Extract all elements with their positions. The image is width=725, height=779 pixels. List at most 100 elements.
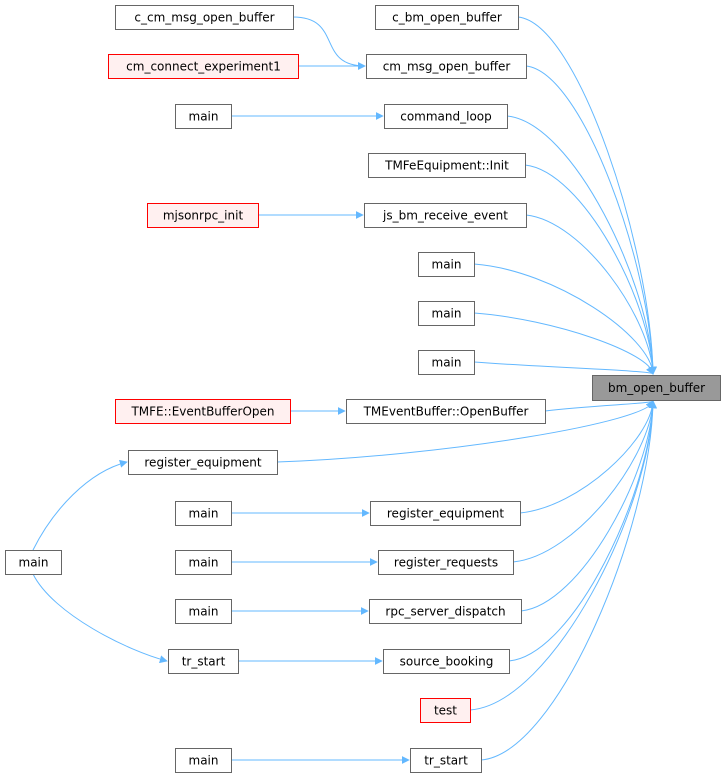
edge-c-cm-msg-open-buffer-to-cm-msg-open-buffer [292,16,366,70]
node-box[interactable] [128,450,278,475]
node-command-loop[interactable]: command_loop [384,104,508,129]
node-box[interactable] [108,54,299,79]
node-main-a[interactable]: main [175,104,232,129]
node-box[interactable] [366,54,527,79]
node-rpc-server-dispatch[interactable]: rpc_server_dispatch [369,599,522,624]
node-box[interactable] [175,550,232,575]
node-tmfe-eventbufferopen[interactable]: TMFE::EventBufferOpen [115,399,291,424]
node-box[interactable] [168,649,239,674]
node-label: c_bm_open_buffer [392,11,502,25]
node-label: main [189,507,219,521]
node-label: main [189,754,219,768]
node-main-g[interactable]: main [175,599,232,624]
node-label: cm_msg_open_buffer [383,60,511,74]
node-label: test [434,704,457,718]
edge-main-left-to-tr-start-a [32,573,168,664]
node-main-c[interactable]: main [418,301,475,326]
node-tmeventbuffer-openbuffer[interactable]: TMEventBuffer::OpenBuffer [346,399,546,424]
node-label: register_equipment [387,507,505,521]
node-label: main [432,356,462,370]
node-c-cm-msg-open-buffer[interactable]: c_cm_msg_open_buffer [115,5,294,30]
edge-register-equipment-a-to-bm-open-buffer [276,400,657,463]
node-box[interactable] [384,104,508,129]
node-tmfe-init[interactable]: TMFeEquipment::Init [368,153,526,178]
node-label: main [189,110,219,124]
node-box[interactable] [115,399,291,424]
node-main-h[interactable]: main [175,748,232,773]
node-box[interactable] [175,748,232,773]
node-mjsonrpc-init[interactable]: mjsonrpc_init [147,203,259,228]
node-box[interactable] [378,550,514,575]
node-box[interactable] [592,375,721,401]
node-label: TMFeEquipment::Init [384,159,509,173]
node-main-left[interactable]: main [5,550,62,575]
node-box[interactable] [418,350,475,375]
node-tr-start-a[interactable]: tr_start [168,649,239,674]
edge-test-to-bm-open-buffer [469,400,657,711]
node-label: bm_open_buffer [608,381,705,395]
node-register-requests[interactable]: register_requests [378,550,514,575]
node-label: rpc_server_dispatch [385,605,505,619]
edge-source-booking-to-bm-open-buffer [508,400,657,662]
node-label: TMEventBuffer::OpenBuffer [363,405,529,419]
node-box[interactable] [364,203,527,228]
edge-tmfe-init-to-bm-open-buffer [524,164,657,375]
node-js-bm-receive-event[interactable]: js_bm_receive_event [364,203,527,228]
node-label: mjsonrpc_init [163,209,244,223]
node-cm-msg-open-buffer[interactable]: cm_msg_open_buffer [366,54,527,79]
node-box[interactable] [370,501,521,526]
node-box[interactable] [147,203,259,228]
node-label: command_loop [400,110,492,124]
node-box[interactable] [420,698,471,723]
edge-main-c-to-bm-open-buffer [473,312,657,375]
node-register-equipment-b[interactable]: register_equipment [370,501,521,526]
node-label: register_requests [394,556,498,570]
node-main-b[interactable]: main [418,252,475,277]
edge-register-requests-to-bm-open-buffer [512,400,657,563]
edge-register-equipment-b-to-bm-open-buffer [519,400,657,514]
node-label: register_equipment [144,456,262,470]
edge-rpc-server-dispatch-to-bm-open-buffer [520,400,657,612]
node-box[interactable] [383,649,510,674]
node-box[interactable] [175,104,232,129]
node-box[interactable] [346,399,546,424]
node-register-equipment-a[interactable]: register_equipment [128,450,278,475]
edges [32,16,657,764]
edge-c-bm-open-buffer-to-bm-open-buffer [517,16,657,375]
node-box[interactable] [375,5,519,30]
edge-main-left-to-register-equipment-a [32,459,128,551]
node-label: main [189,605,219,619]
edge-tr-start-b-to-bm-open-buffer [480,400,657,761]
node-main-d[interactable]: main [418,350,475,375]
node-label: c_cm_msg_open_buffer [134,11,274,25]
node-cm-connect-experiment1[interactable]: cm_connect_experiment1 [108,54,299,79]
node-label: tr_start [424,754,468,768]
edge-main-b-to-bm-open-buffer [473,263,657,375]
node-box[interactable] [368,153,526,178]
node-source-booking[interactable]: source_booking [383,649,510,674]
node-box[interactable] [418,252,475,277]
edge-js-bm-receive-event-to-bm-open-buffer [525,214,657,375]
node-label: TMFE::EventBufferOpen [130,405,274,419]
node-label: main [19,556,49,570]
node-box[interactable] [5,550,62,575]
edge-cm-msg-open-buffer-to-bm-open-buffer [525,65,657,375]
node-main-e[interactable]: main [175,501,232,526]
node-box[interactable] [410,748,482,773]
node-box[interactable] [418,301,475,326]
node-c-bm-open-buffer[interactable]: c_bm_open_buffer [375,5,519,30]
node-main-f[interactable]: main [175,550,232,575]
node-bm-open-buffer[interactable]: bm_open_buffer [592,375,721,401]
node-label: source_booking [400,655,494,669]
node-box[interactable] [175,599,232,624]
node-label: main [432,307,462,321]
node-box[interactable] [115,5,294,30]
edge-main-d-to-bm-open-buffer [473,361,654,375]
node-tr-start-b[interactable]: tr_start [410,748,482,773]
node-label: cm_connect_experiment1 [126,60,281,74]
node-box[interactable] [175,501,232,526]
node-test[interactable]: test [420,698,471,723]
edge-command-loop-to-bm-open-buffer [506,115,657,375]
node-box[interactable] [369,599,522,624]
